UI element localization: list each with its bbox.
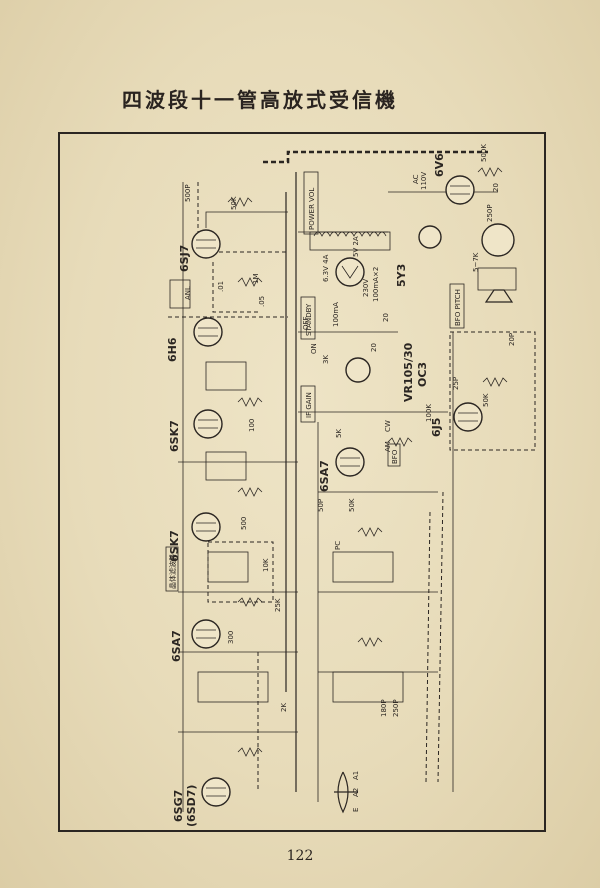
res-500: 500 [240, 517, 248, 530]
ant-e: E [352, 808, 360, 812]
cap-01: .01 [217, 281, 225, 292]
bfo-box-label: BFO [391, 449, 399, 464]
schematic-frame [58, 132, 546, 832]
res-20: 20 [492, 183, 500, 192]
cap-50p: 50P [317, 499, 325, 512]
res-5k: 5K [335, 429, 343, 438]
res-5-7k: 5~7K [472, 252, 480, 272]
ma-100x2: 100mA×2 [372, 267, 380, 302]
volt-110: 110V [420, 172, 428, 190]
cap-500p: 500P [184, 184, 192, 202]
tube-label-6sk7-2: 6SK7 [168, 530, 181, 562]
switch-off: OFF [302, 316, 310, 330]
res-20b: 20 [382, 313, 390, 322]
resistor-network [227, 167, 508, 757]
mode-am: AM [384, 441, 392, 452]
res-3k: 3K [322, 355, 330, 364]
res-2k: 2K [280, 703, 288, 712]
ant-a2: A2 [352, 788, 360, 797]
res-1m: 1M [252, 274, 260, 285]
standby-label: STANDBY [305, 303, 313, 336]
speaker-icon [484, 289, 514, 303]
volt-5: 5V 2A [352, 236, 360, 257]
tube-label-6sk7-1: 6SK7 [168, 420, 181, 452]
tube-label-6sa7-1: 6SA7 [170, 630, 183, 662]
tube-6sg7-symbol [201, 777, 231, 807]
ac-label: AC [412, 174, 420, 184]
res-50k-top: 50K [230, 196, 238, 210]
volt-230: 230V [362, 279, 370, 297]
tube-5y3-symbol [335, 257, 365, 287]
tube-6sa7-symbol-2 [335, 447, 365, 477]
res-50k-bfo: 50K [482, 393, 490, 407]
ma-100: 100mA [332, 302, 340, 327]
cap-25p: 25P [452, 377, 460, 390]
pc-label: PC [334, 541, 342, 550]
res-100k: 100K [425, 404, 433, 422]
res-25k: 25K [274, 598, 282, 612]
receiver-schematic: ANL POWER VOL STANDBY IF GAIN BFO PITCH … [165, 144, 536, 827]
ant-a1: A1 [352, 771, 360, 780]
res-10k: 10K [262, 558, 270, 572]
antenna-coil-icon [337, 771, 349, 814]
tube-label-6sg7: 6SG7 [172, 790, 185, 822]
tube-6sk7-symbol-2 [191, 512, 221, 542]
cap-05: .05 [258, 296, 266, 307]
switch-on: ON [310, 343, 318, 354]
tube-label-5y3: 5Y3 [395, 264, 408, 287]
xtal-filter-label: 晶体滤波器 [168, 554, 177, 589]
tube-label-vr105: VR105/30 [402, 342, 415, 402]
power-switch [418, 225, 442, 249]
tube-6v6-symbol [445, 175, 475, 205]
volt-63: 6.3V 4A [322, 254, 330, 282]
power-transformer [309, 231, 391, 251]
res-300: 300 [227, 631, 235, 644]
tube-6j5-symbol [453, 402, 483, 432]
tube-6sk7-symbol-1 [193, 409, 223, 439]
power-vol-label: POWER VOL [308, 188, 316, 230]
tube-label-6h6: 6H6 [166, 337, 179, 362]
tube-label-6sa7-2: 6SA7 [318, 460, 331, 492]
if-gain-label: IF GAIN [305, 392, 313, 418]
tube-6h6-symbol [193, 317, 223, 347]
cap-20p: 20P [508, 333, 516, 346]
tube-oc3-symbol [345, 357, 371, 383]
if-transformers [197, 361, 404, 703]
tube-6sa7-symbol-1 [191, 619, 221, 649]
tube-label-6sj7: 6SJ7 [178, 245, 191, 272]
component-values: 500P 50K 500K 20 250P AC 110V 5~7K 6.3V … [184, 144, 516, 812]
anl-box-label: ANL [184, 286, 192, 300]
cap-180p: 180P [380, 699, 388, 717]
mode-cw: CW [384, 420, 392, 432]
page-title: 四波段十一管高放式受信機 [122, 88, 398, 112]
bfo-pitch-label: BFO PITCH [454, 289, 462, 326]
tube-label-6v6: 6V6 [433, 153, 446, 177]
tube-6sj7-symbol [191, 229, 221, 259]
cap-20: 20 [370, 343, 378, 352]
cap-250p: 250P [392, 699, 400, 717]
res-100: 100 [248, 419, 256, 432]
res-50k-2: 50K [348, 498, 356, 512]
cap-250p-out: 250P [486, 204, 494, 222]
speaker-coil [481, 223, 515, 257]
page-number: 122 [286, 848, 314, 864]
tube-label-6sd7: (6SD7) [185, 785, 198, 827]
res-500k: 500K [480, 144, 488, 162]
tube-label-oc3: OC3 [416, 362, 429, 387]
tube-label-6j5: 6J5 [430, 418, 443, 437]
